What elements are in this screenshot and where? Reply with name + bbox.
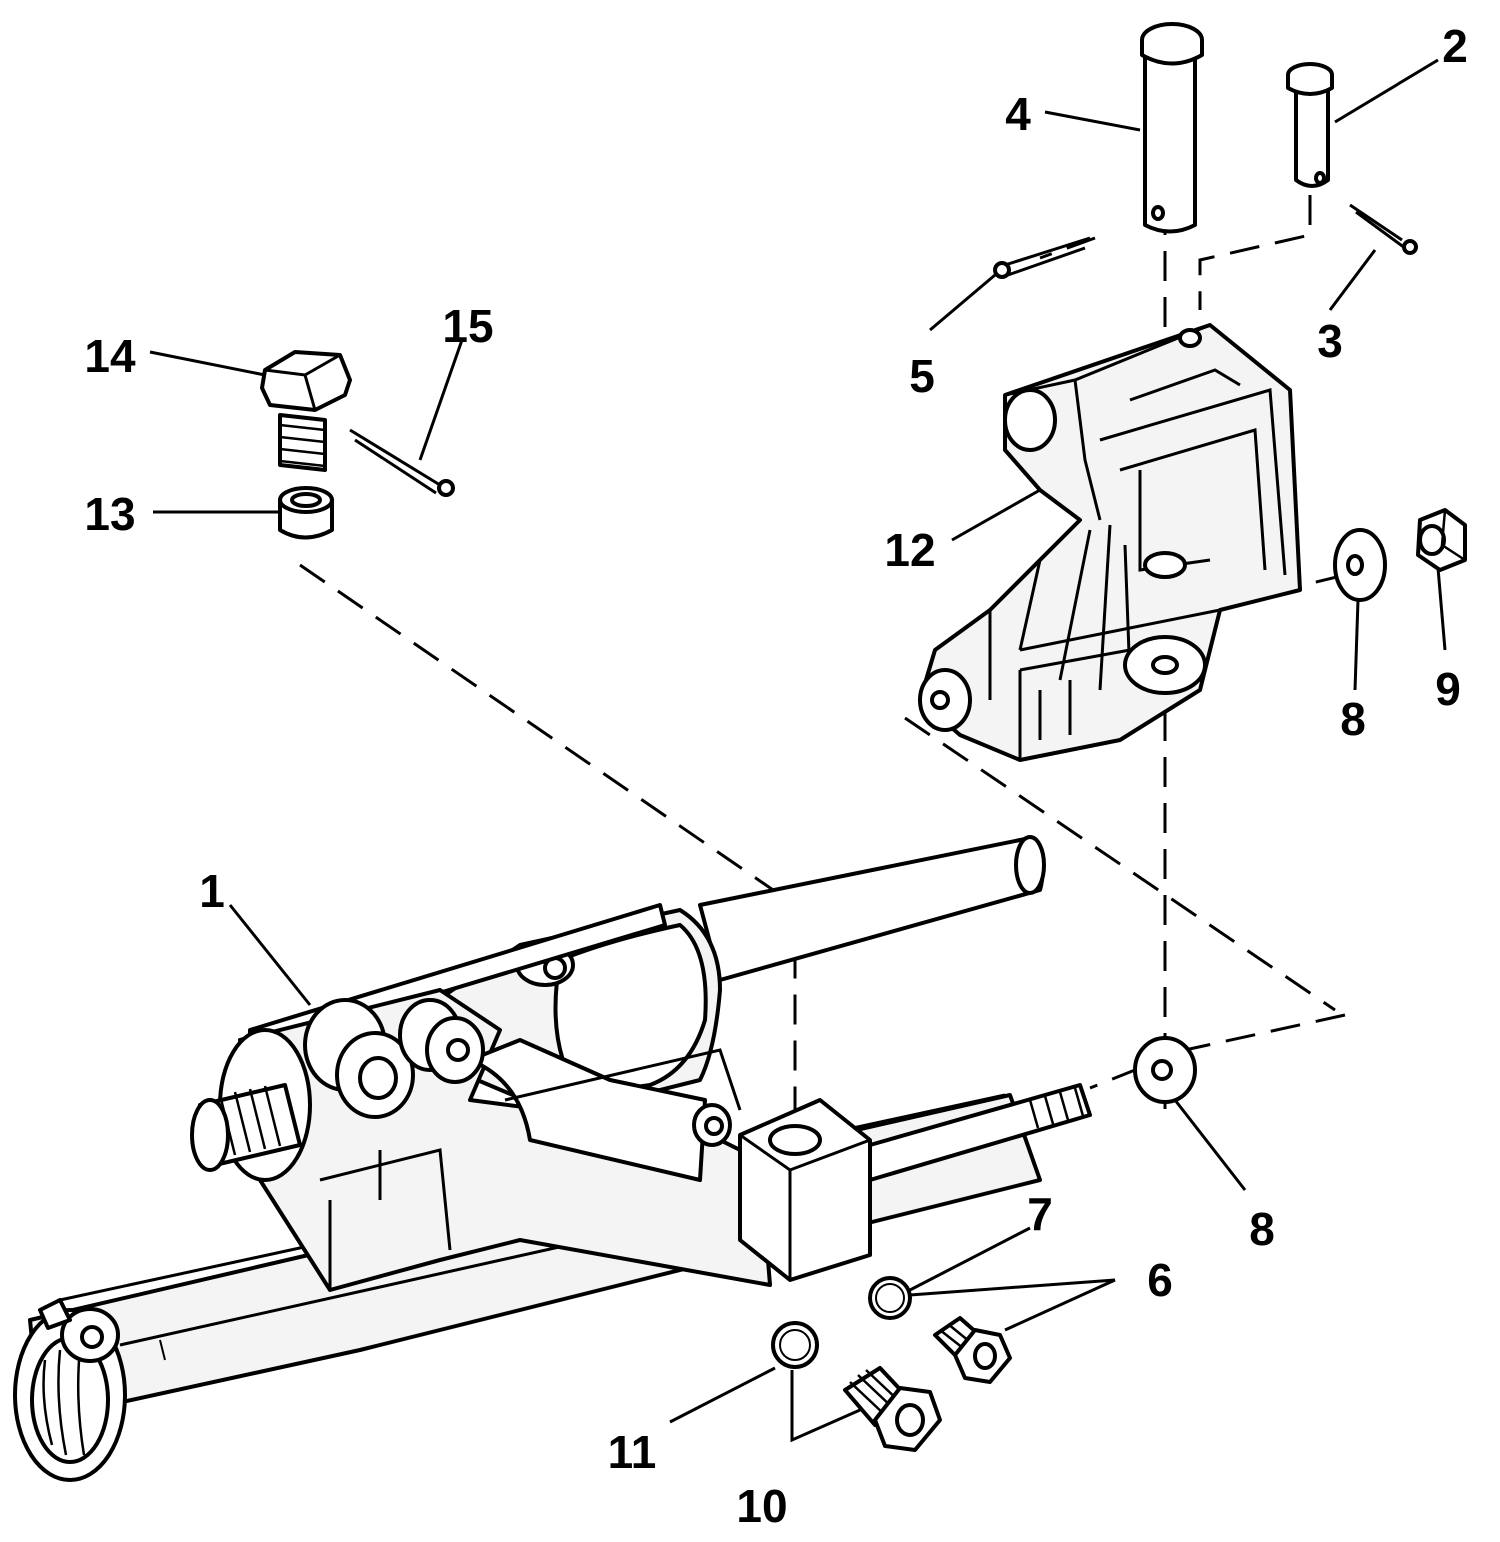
label-8-lower: 8	[1249, 1203, 1275, 1255]
label-7: 7	[1027, 1188, 1053, 1240]
label-8-upper: 8	[1340, 693, 1366, 745]
label-15: 15	[442, 300, 493, 352]
part-12-bracket	[918, 323, 1302, 762]
label-13: 13	[84, 488, 135, 540]
label-12: 12	[884, 524, 935, 576]
part-2-small-pin	[1286, 62, 1334, 188]
label-6: 6	[1147, 1254, 1173, 1306]
label-11: 11	[608, 1426, 657, 1478]
part-8-washer-upper	[1333, 528, 1387, 602]
label-1: 1	[199, 865, 225, 917]
part-14-hex-bolt	[260, 350, 352, 472]
part-6-fitting	[933, 1316, 1012, 1384]
label-5: 5	[909, 350, 935, 402]
label-4: 4	[1005, 88, 1031, 140]
label-14: 14	[84, 330, 136, 382]
leader-lines	[149, 58, 1447, 1443]
part-1-main-body	[13, 835, 1092, 1482]
part-5-cotter-pin	[993, 236, 1091, 279]
label-2: 2	[1442, 20, 1468, 72]
callout-labels: 1 2 3 4 5 6 7 8 8 9 10 11 12 13 14 15	[84, 20, 1467, 1532]
part-9-nut	[1416, 508, 1467, 572]
part-11-o-ring	[771, 1321, 819, 1369]
label-10: 10	[736, 1480, 787, 1532]
part-3-cotter-pin	[1349, 203, 1418, 255]
label-3: 3	[1317, 315, 1343, 367]
part-7-o-ring	[868, 1276, 912, 1320]
part-8-washer-lower	[1133, 1036, 1197, 1104]
part-13-bushing	[278, 486, 334, 540]
part-10-fitting	[843, 1366, 942, 1452]
part-15-cotter-pin	[349, 428, 455, 497]
part-4-clevis-pin	[1140, 22, 1204, 234]
label-9: 9	[1435, 663, 1461, 715]
